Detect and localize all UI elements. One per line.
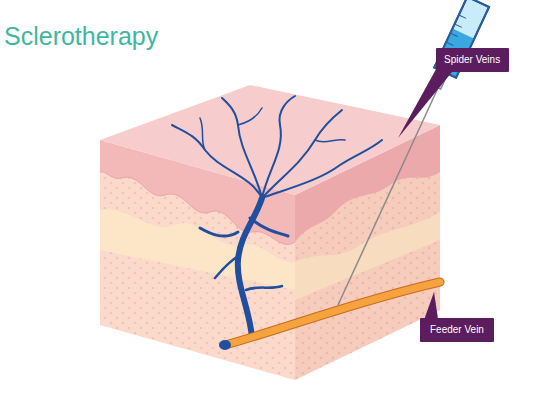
callout-label: Feeder Vein: [430, 324, 484, 336]
needle: [338, 88, 438, 305]
callout-pointer: [398, 62, 452, 138]
callout-label: Spider Veins: [444, 54, 501, 66]
skin-surface: [100, 85, 440, 195]
vein-end: [219, 340, 231, 350]
callout-box: Feeder Vein: [420, 318, 494, 342]
diagram-title: Sclerotherapy: [4, 22, 158, 51]
callout-box: Spider Veins: [436, 48, 509, 72]
spider-veins: [172, 96, 382, 198]
feeder-vein: [225, 282, 440, 345]
feeder-vein-fill: [225, 282, 440, 345]
vein-trunk: [200, 198, 288, 338]
